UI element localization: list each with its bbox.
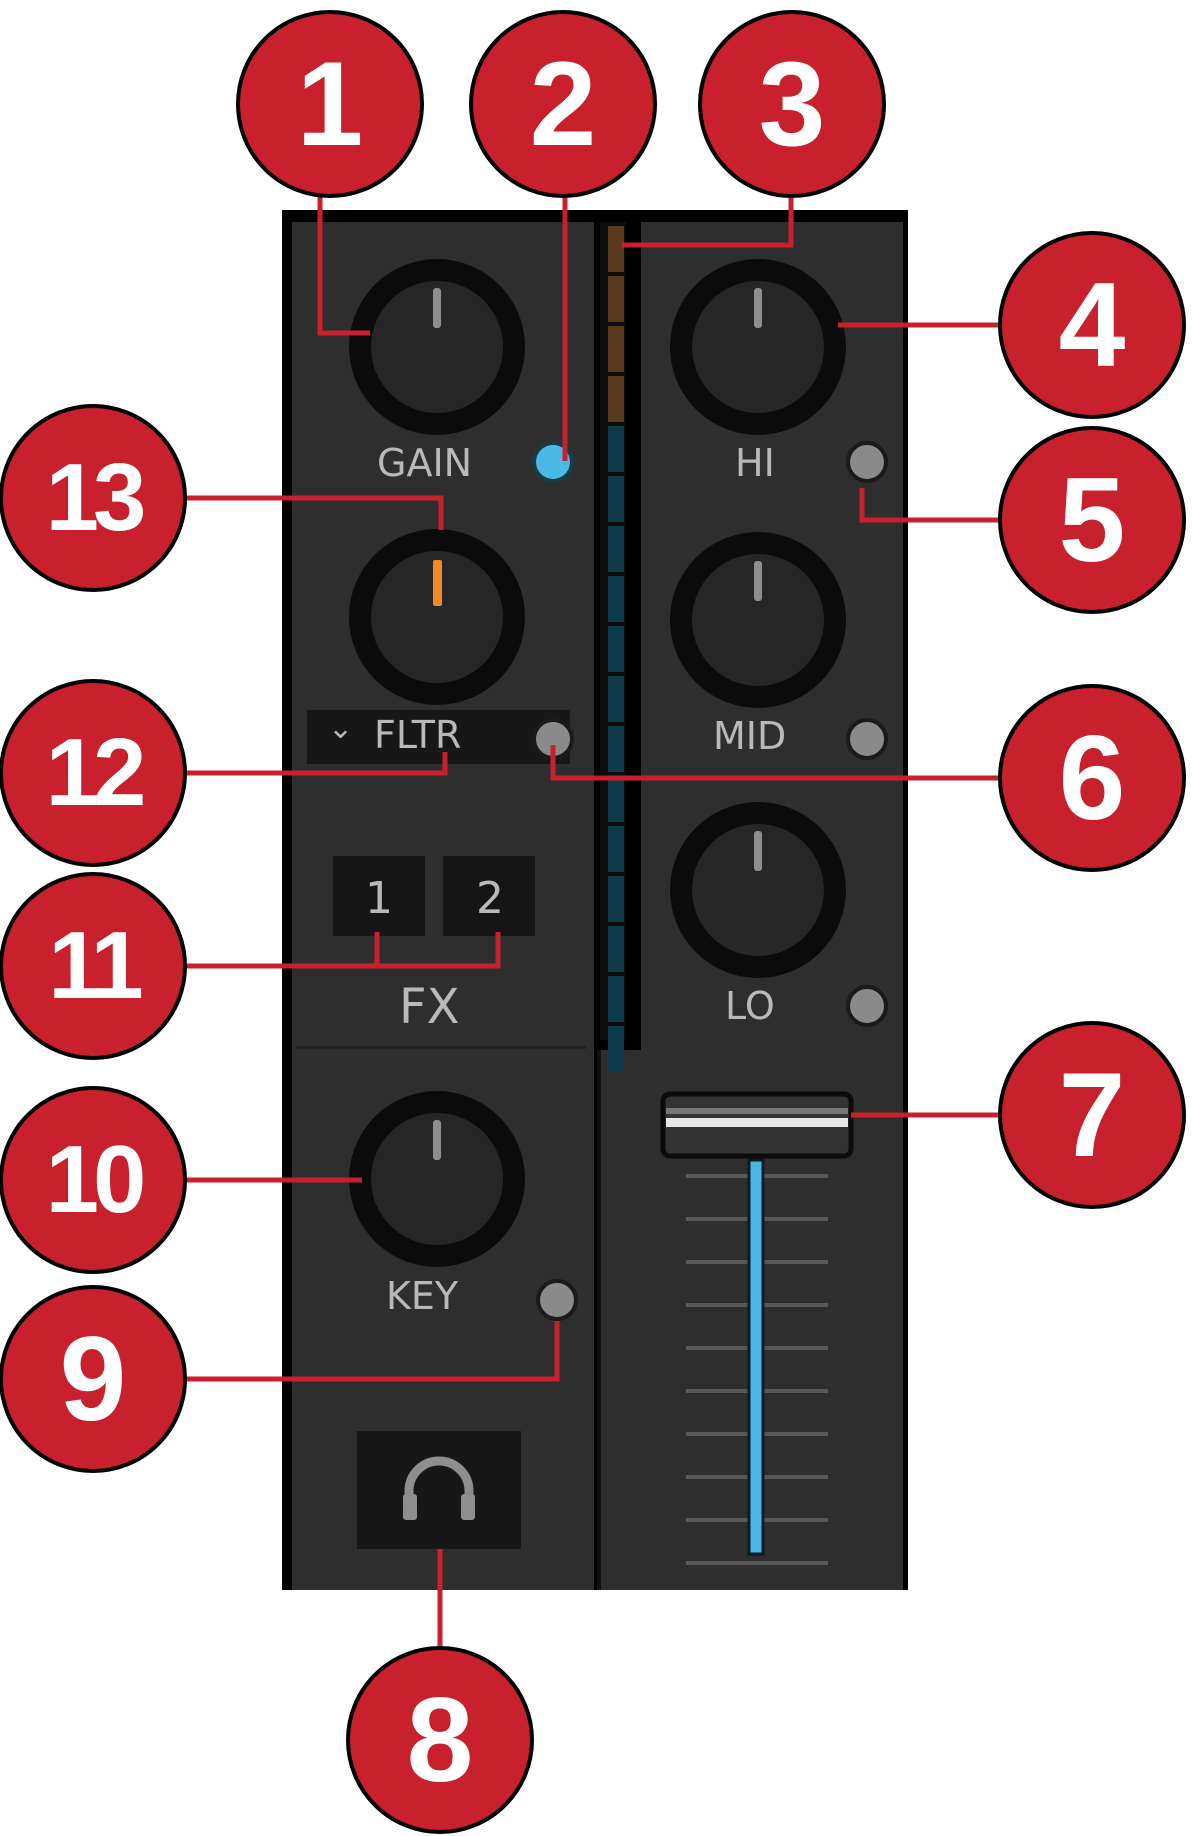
- eq-hi-knob[interactable]: [670, 259, 846, 435]
- callout-11: 11: [0, 872, 187, 1060]
- eq-hi-kill-button[interactable]: [846, 441, 888, 483]
- cue-button[interactable]: [357, 1431, 521, 1549]
- callout-number: 12: [45, 719, 147, 826]
- meter-segment: [608, 326, 624, 372]
- gain-knob[interactable]: [349, 259, 525, 435]
- section-divider: [296, 1046, 586, 1049]
- headphones-icon: [403, 1456, 475, 1520]
- callout-12: 12: [0, 679, 187, 867]
- eq-lo-knob[interactable]: [670, 802, 846, 978]
- fx-2-label: 2: [476, 873, 504, 924]
- callout-7: 7: [998, 1021, 1186, 1209]
- meter-segment: [608, 826, 624, 872]
- filter-knob[interactable]: [349, 529, 525, 705]
- key-label: KEY: [386, 1274, 459, 1318]
- callout-1: 1: [236, 10, 424, 198]
- meter-segment: [608, 676, 624, 722]
- callout-number: 10: [45, 1126, 147, 1233]
- channel-volume-level: [747, 1158, 765, 1556]
- meter-segment: [608, 776, 624, 822]
- eq-hi-label: HI: [735, 441, 775, 485]
- eq-mid-kill-button[interactable]: [846, 718, 888, 760]
- callout-8: 8: [346, 1646, 534, 1834]
- meter-segment: [608, 376, 624, 422]
- fx-label: FX: [399, 979, 460, 1035]
- eq-lo-kill-button[interactable]: [846, 985, 888, 1027]
- fx-1-label: 1: [365, 873, 393, 924]
- callout-10: 10: [0, 1086, 187, 1274]
- key-knob[interactable]: [349, 1091, 525, 1267]
- callout-3: 3: [698, 10, 886, 198]
- eq-mid-knob[interactable]: [670, 532, 846, 708]
- filter-dropdown-arrow[interactable]: ⌄: [328, 711, 354, 746]
- callout-number: 6: [1058, 711, 1126, 845]
- callout-number: 11: [48, 912, 143, 1019]
- callout-5: 5: [998, 426, 1186, 614]
- callout-number: 7: [1058, 1048, 1126, 1182]
- meter-segment: [608, 726, 624, 772]
- filter-selector-box[interactable]: [307, 710, 570, 764]
- fx-1-button[interactable]: [333, 856, 425, 936]
- meter-segment: [608, 576, 624, 622]
- meter-segment: [608, 276, 624, 322]
- meter-segment: [608, 226, 624, 272]
- callout-4: 4: [998, 231, 1186, 419]
- eq-mid-label: MID: [713, 714, 787, 758]
- meter-segment: [608, 926, 624, 972]
- meter-segment: [608, 426, 624, 472]
- filter-label: FLTR: [374, 713, 462, 757]
- callout-number: 8: [406, 1673, 474, 1807]
- meter-segment: [608, 626, 624, 672]
- callout-9: 9: [0, 1285, 187, 1473]
- callout-number: 5: [1058, 453, 1126, 587]
- gain-label: GAIN: [377, 441, 473, 485]
- fx-2-button[interactable]: [443, 856, 535, 936]
- level-meter: [600, 222, 626, 1072]
- eq-lo-label: LO: [725, 984, 775, 1028]
- callout-6: 6: [998, 684, 1186, 872]
- callout-number: 3: [758, 37, 826, 171]
- meter-segment: [608, 876, 624, 922]
- key-led[interactable]: [536, 1279, 578, 1321]
- callout-number: 13: [45, 444, 147, 551]
- callout-13: 13: [0, 404, 187, 592]
- callout-number: 2: [529, 37, 597, 171]
- callout-2: 2: [469, 10, 657, 198]
- meter-segment: [608, 976, 624, 1022]
- callout-number: 1: [296, 37, 364, 171]
- filter-indicator: [433, 560, 442, 606]
- meter-segment: [608, 1026, 624, 1072]
- meter-segment: [608, 476, 624, 522]
- meter-segment: [608, 526, 624, 572]
- callout-number: 4: [1058, 258, 1126, 392]
- callout-number: 9: [59, 1312, 127, 1446]
- channel-fader-handle[interactable]: [660, 1091, 854, 1159]
